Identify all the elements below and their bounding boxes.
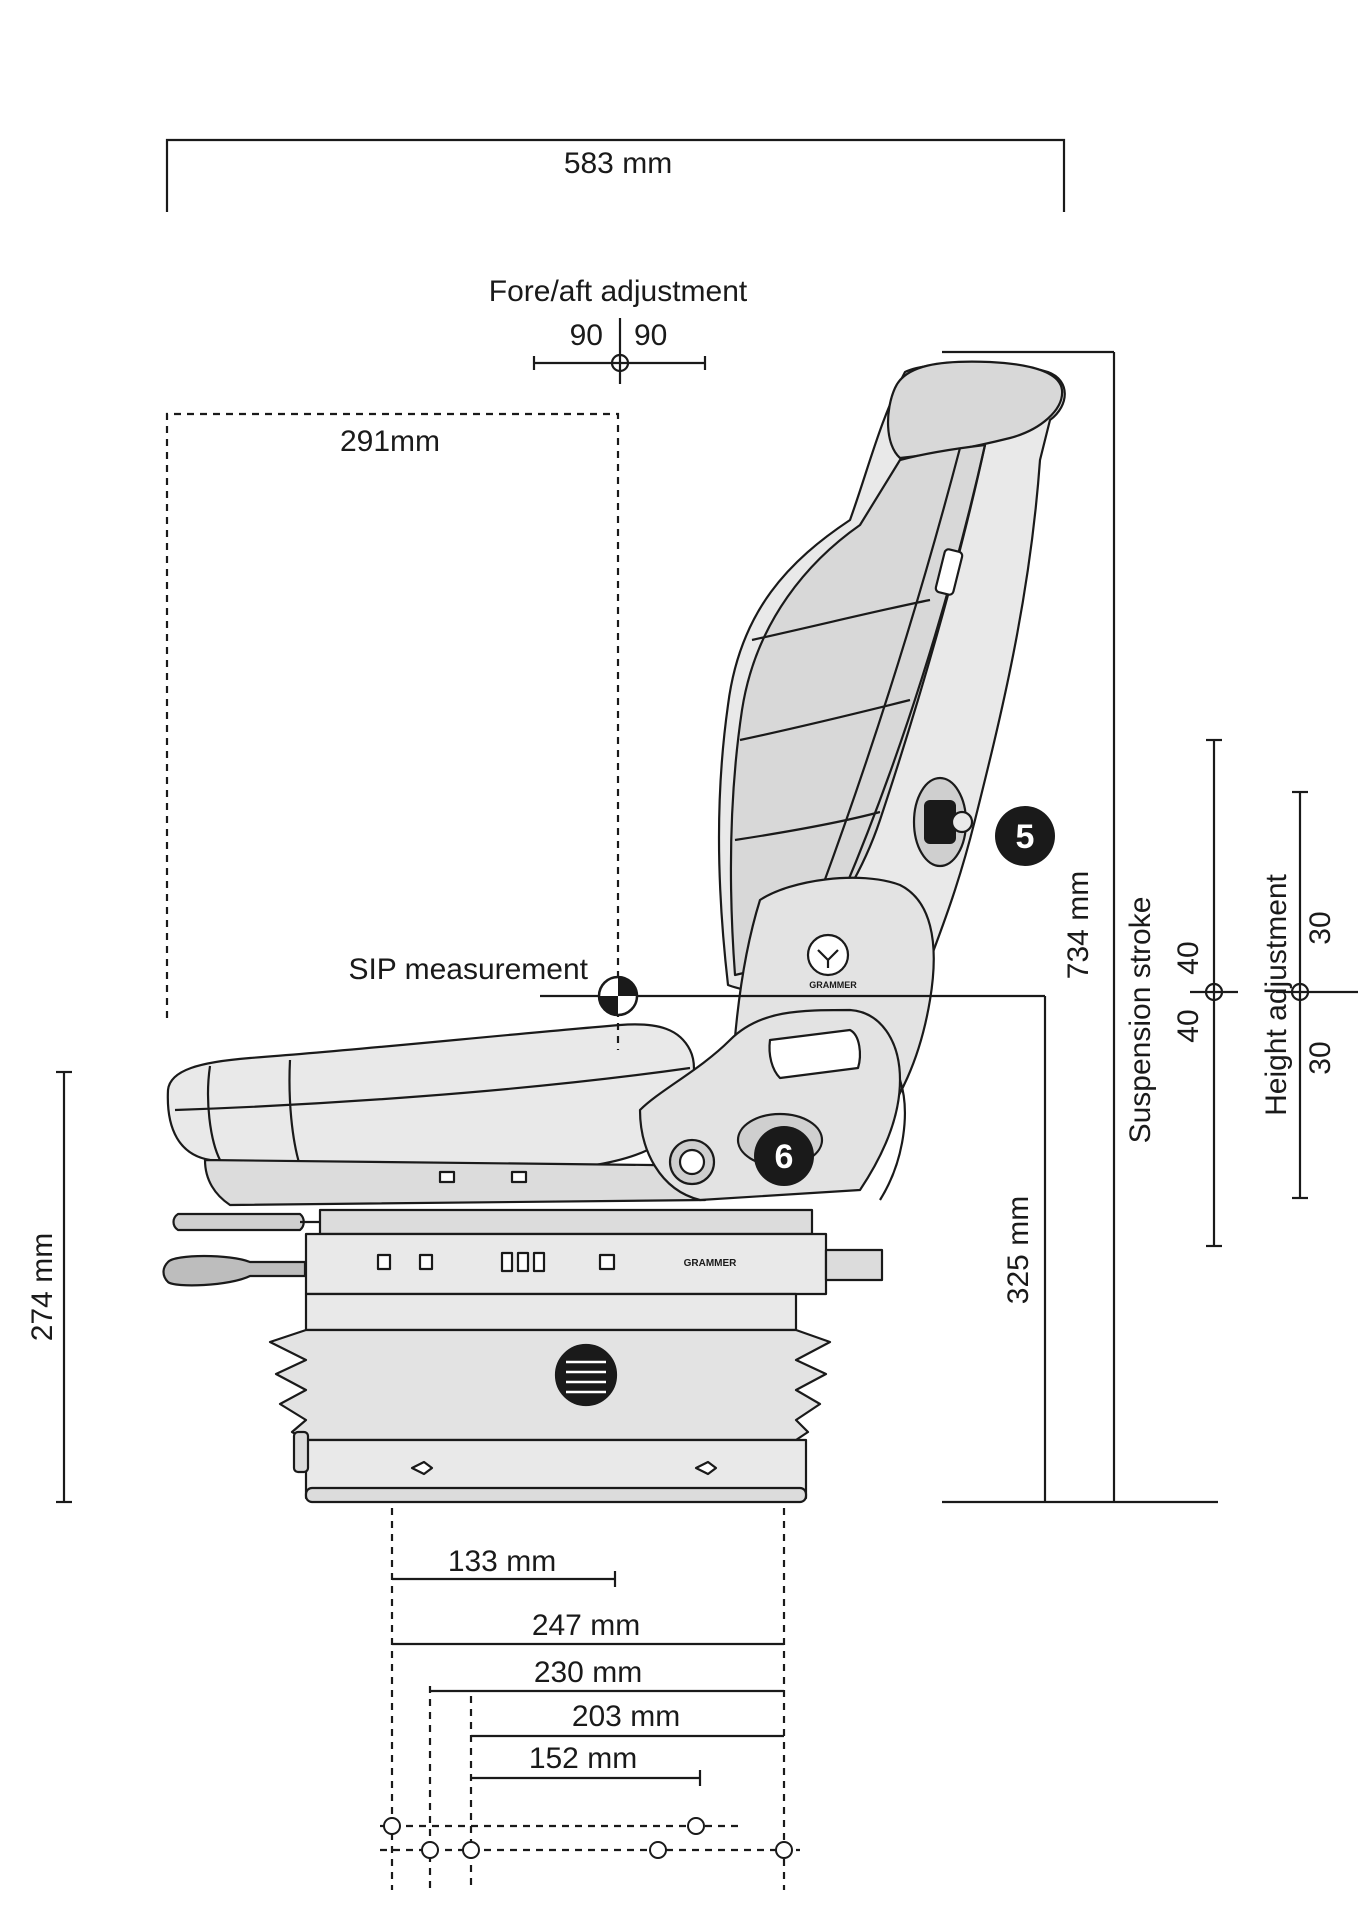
height-adj-center-mark xyxy=(1290,982,1310,1002)
rail-logo: GRAMMER xyxy=(684,1258,738,1269)
bracket-bolt-inner xyxy=(678,1148,706,1176)
mount-hole xyxy=(462,1841,480,1859)
lumbar-knob-grip xyxy=(924,800,956,844)
seat-pan-marker-a xyxy=(438,1170,456,1184)
label-suspension: Suspension stroke xyxy=(1124,897,1157,1144)
label-height-adj: Height adjustment xyxy=(1260,873,1293,1115)
base-side-tab xyxy=(292,1430,310,1474)
mount-hole xyxy=(421,1841,439,1859)
label-sip: SIP measurement xyxy=(348,953,588,986)
mech-marker-c xyxy=(500,1251,514,1273)
label-152: 152 mm xyxy=(529,1742,637,1775)
backrest-seam-a xyxy=(838,444,987,901)
suspension-center-mark xyxy=(1204,982,1224,1002)
fore-aft-center-mark xyxy=(610,353,630,373)
callout-6-label: 6 xyxy=(775,1138,794,1176)
callout-5: 5 xyxy=(995,806,1055,866)
base-latch-right xyxy=(694,1460,718,1476)
mechanism-box xyxy=(304,1232,828,1296)
mech-marker-f xyxy=(598,1253,616,1271)
mech-marker-d xyxy=(516,1251,530,1273)
rail-extension xyxy=(824,1248,884,1282)
seat-pan-marker-b xyxy=(510,1170,528,1184)
height-lever[interactable] xyxy=(162,1254,307,1287)
base-latch-left xyxy=(410,1460,434,1476)
base-foot xyxy=(304,1486,808,1504)
mount-hole xyxy=(649,1841,667,1859)
label-274: 274 mm xyxy=(26,1233,59,1341)
bracket-window xyxy=(768,1028,861,1080)
dim-583-bracket xyxy=(165,138,1066,212)
backrest-slot xyxy=(934,548,964,596)
upper-rail xyxy=(318,1208,814,1236)
seat-seam-b xyxy=(288,1059,302,1167)
seat-pan xyxy=(203,1158,707,1207)
suspension-icon xyxy=(554,1343,618,1407)
label-133: 133 mm xyxy=(448,1545,556,1578)
lumbar-knob-cap xyxy=(950,810,974,834)
backrest-seam-e xyxy=(734,810,881,842)
bellows xyxy=(268,1328,832,1442)
label-height-adj-down: 30 xyxy=(1304,1041,1337,1074)
grammer-emblem-mark xyxy=(817,949,839,968)
backrest-seam-b xyxy=(808,447,962,921)
mounting-holes xyxy=(383,1817,793,1859)
mount-hole xyxy=(775,1841,793,1859)
callout-6: 6 xyxy=(754,1126,814,1186)
mech-marker-a xyxy=(376,1253,392,1271)
dim-291-bracket xyxy=(165,412,620,1050)
dimension-lines xyxy=(56,138,1358,1890)
label-fore-aft-forward: 90 xyxy=(634,319,667,352)
callout-5-label: 5 xyxy=(1016,818,1035,856)
mount-hole xyxy=(383,1817,401,1835)
seat-seam-c xyxy=(206,1065,221,1161)
seat-cushion xyxy=(166,1023,695,1173)
label-height-adj-up: 30 xyxy=(1304,911,1337,944)
label-247: 247 mm xyxy=(532,1609,640,1642)
label-fore-aft-back: 90 xyxy=(570,319,603,352)
headrest xyxy=(886,360,1064,460)
seat-seam-a xyxy=(174,1066,691,1112)
bracket-line xyxy=(879,1079,906,1201)
mech-marker-e xyxy=(532,1251,546,1273)
label-734: 734 mm xyxy=(1062,871,1095,979)
mech-marker-b xyxy=(418,1253,434,1271)
backrest-logo: GRAMMER xyxy=(809,980,857,990)
label-203: 203 mm xyxy=(572,1700,680,1733)
backrest-seam-d xyxy=(739,698,911,742)
mount-hole xyxy=(687,1817,705,1835)
label-suspension-up: 40 xyxy=(1172,941,1205,974)
label-230: 230 mm xyxy=(534,1656,642,1689)
label-291: 291mm xyxy=(340,425,440,458)
dimension-labels: 583 mm Fore/aft adjustment 90 90 291mm S… xyxy=(26,147,1337,1775)
bellows-top-plate xyxy=(304,1292,798,1332)
label-325: 325 mm xyxy=(1002,1196,1035,1304)
backrest-seam-c xyxy=(751,598,931,642)
suspension-icon-waves xyxy=(566,1360,606,1394)
slide-handle[interactable] xyxy=(172,1212,305,1232)
label-583: 583 mm xyxy=(564,147,672,180)
label-fore-aft-title: Fore/aft adjustment xyxy=(489,275,748,308)
seat-illustration: GRAMMER GRAMMER xyxy=(162,360,1066,1504)
grammer-emblem xyxy=(806,933,850,977)
sip-marker xyxy=(597,975,639,1017)
label-suspension-down: 40 xyxy=(1172,1009,1205,1042)
